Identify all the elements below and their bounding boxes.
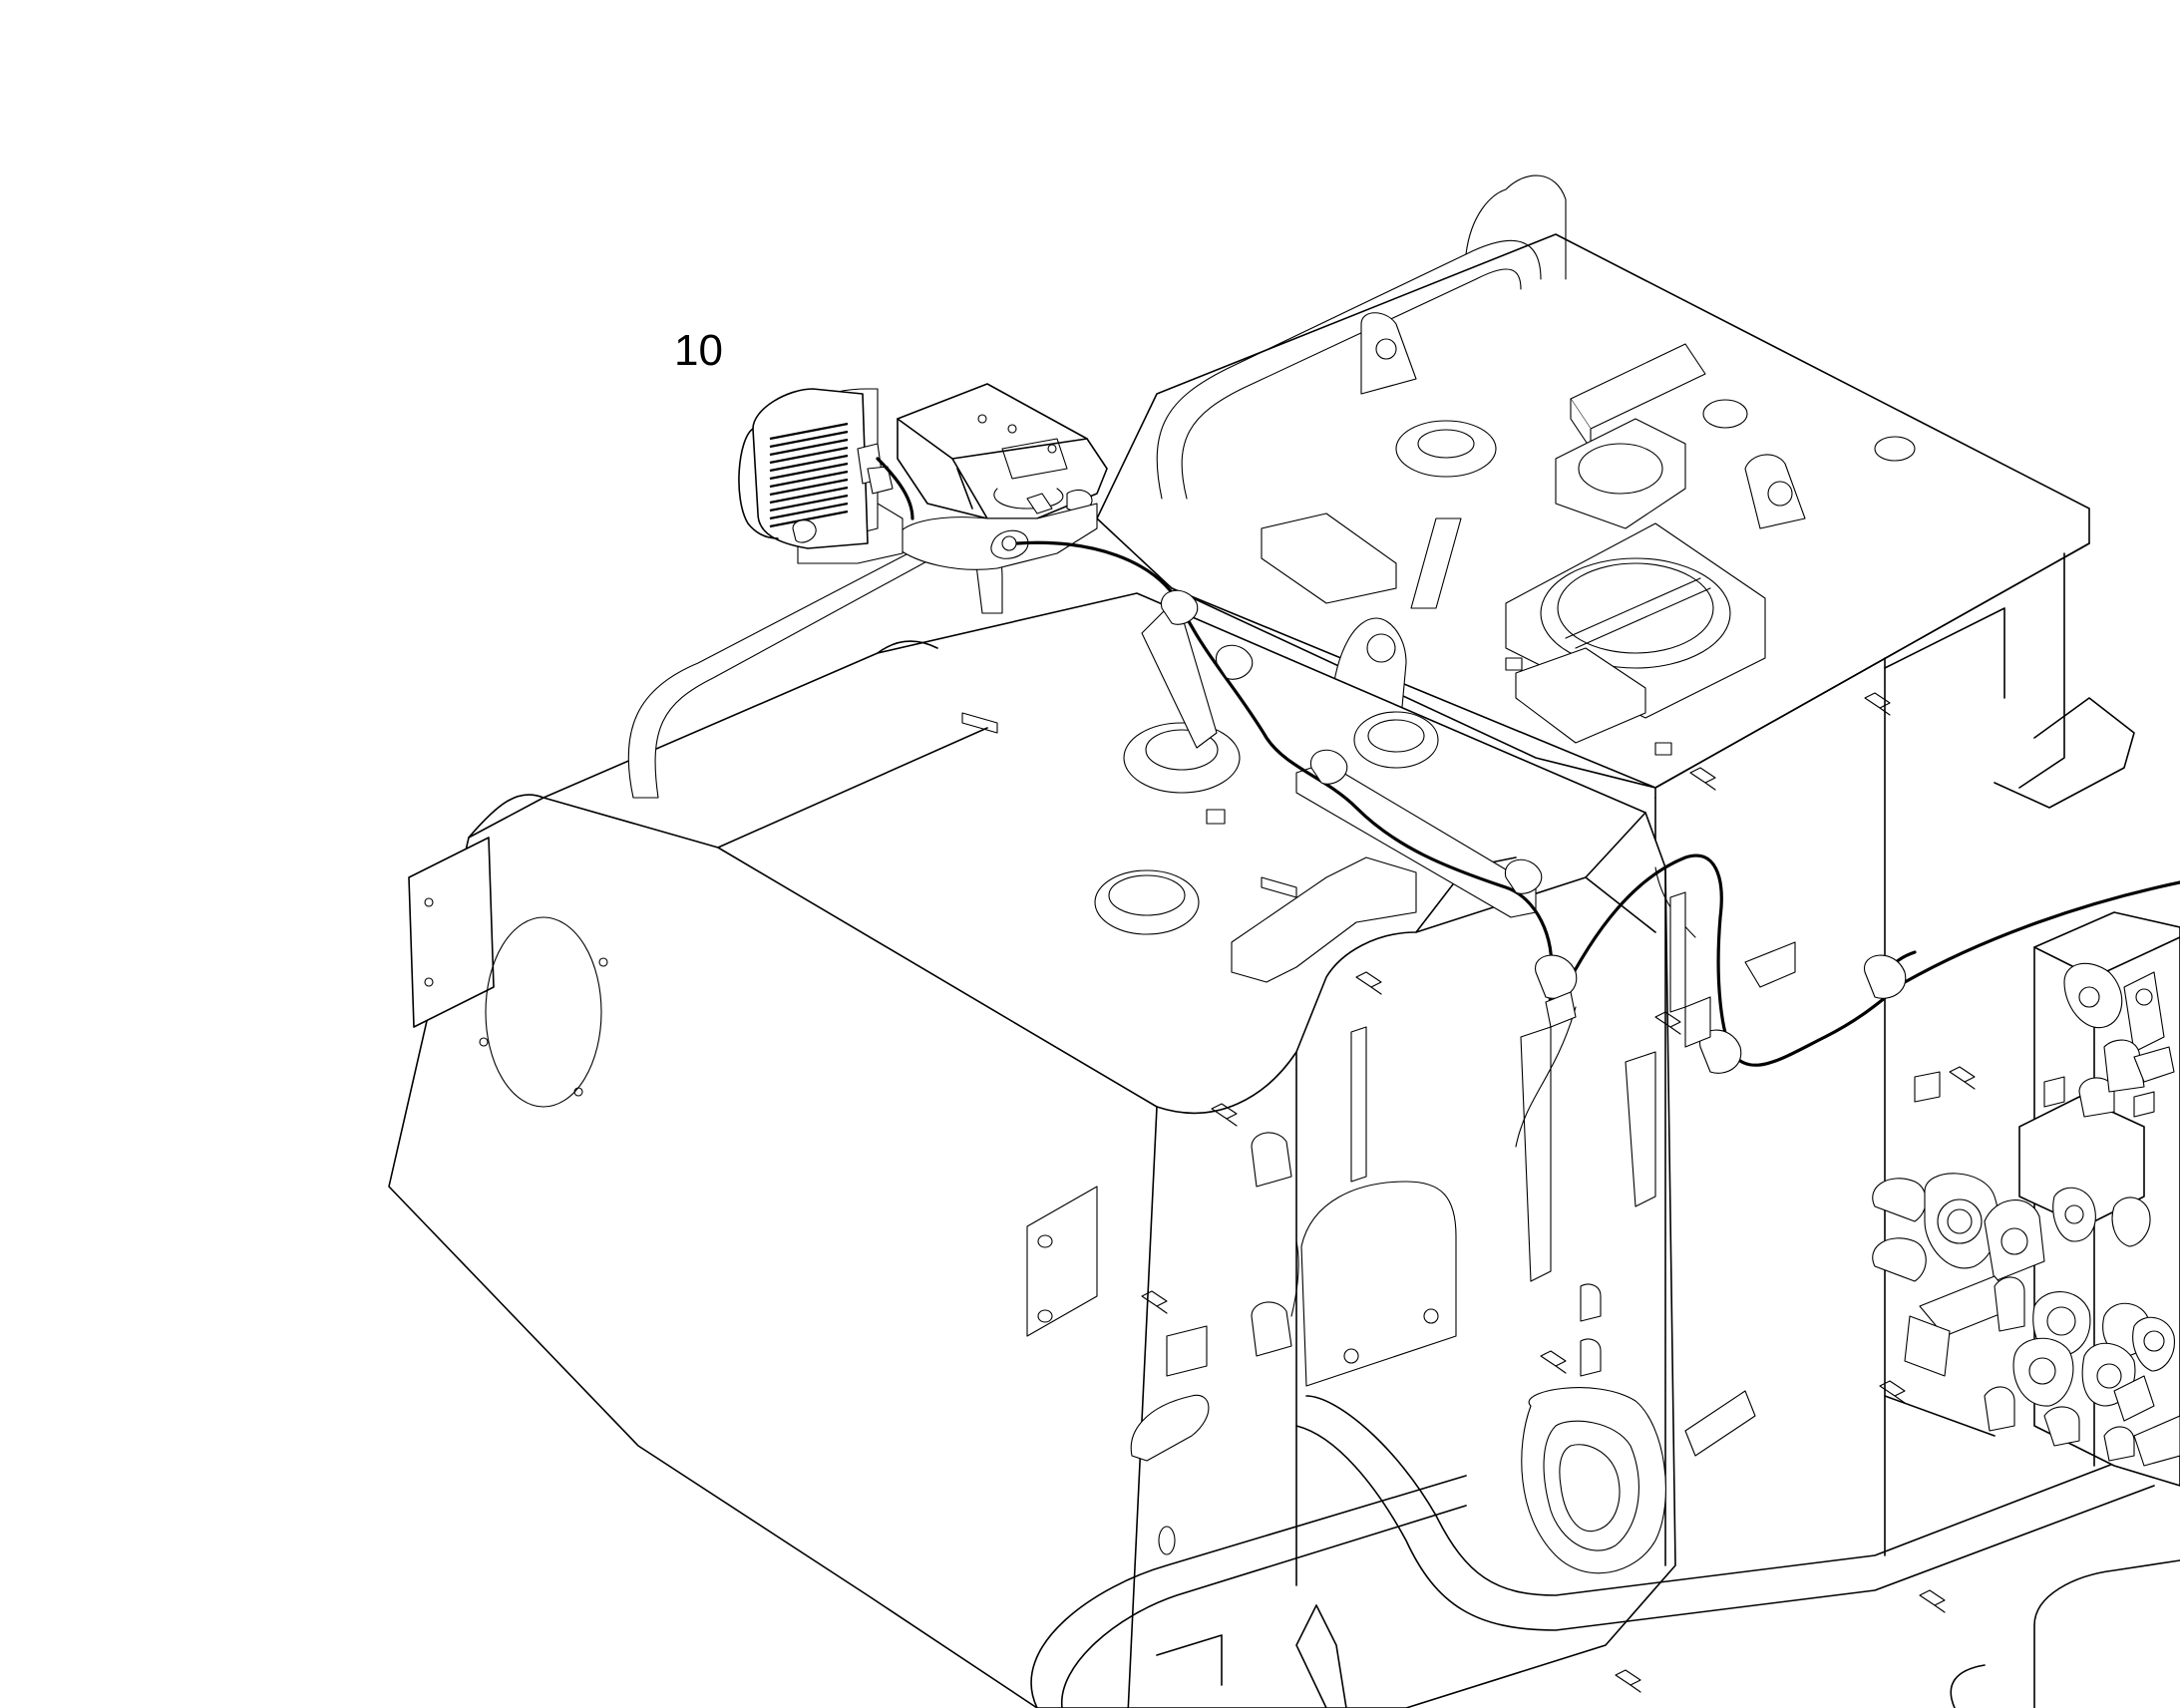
- main-frame-details: [961, 711, 1537, 983]
- front-posts: [1026, 1026, 1756, 1574]
- wiring-harness: [876, 457, 2180, 1317]
- valve-bank: [1872, 911, 2180, 1487]
- main-frame: [388, 592, 1676, 1708]
- left-side-plate: [408, 837, 608, 1108]
- lamp-grille: [769, 422, 849, 528]
- rear-roll-bar: [1156, 174, 1567, 500]
- front-roll-bar: [627, 529, 1003, 799]
- work-lamp-bracket: [738, 383, 1108, 570]
- bolts: [1141, 692, 1976, 1693]
- rear-frame-details: [1261, 312, 1916, 756]
- callout-label-work-lamp: 10: [674, 326, 723, 375]
- lower-frame: [1030, 1395, 2180, 1708]
